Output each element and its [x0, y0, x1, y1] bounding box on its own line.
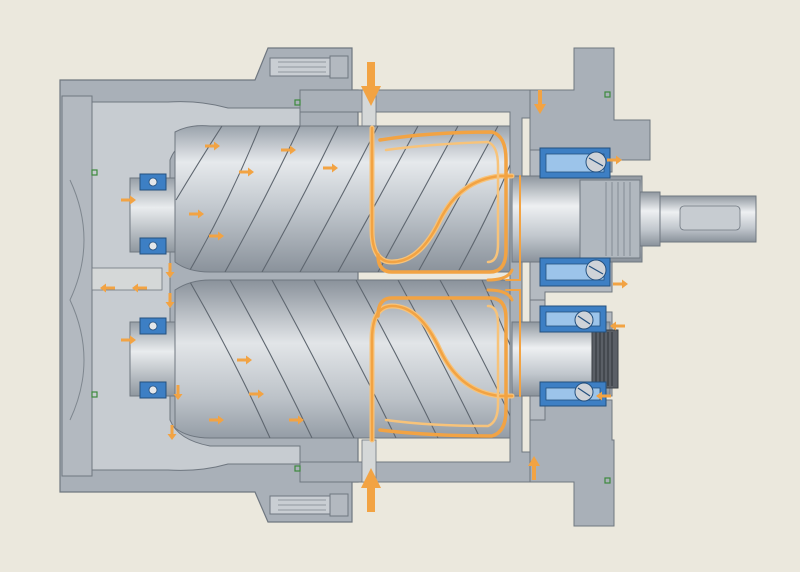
oil-arrow	[205, 141, 220, 151]
oil-arrow	[237, 355, 252, 365]
oil-arrow	[173, 385, 183, 400]
bolt-bottom	[269, 493, 349, 517]
oil-arrow	[209, 231, 224, 241]
locating-marks	[91, 91, 611, 484]
suction-arrow-top	[361, 62, 381, 106]
oil-arrow	[167, 425, 177, 440]
inlet-bearing-top	[129, 173, 176, 255]
oil-arrow	[100, 283, 115, 293]
oil-arrow	[239, 167, 254, 177]
oil-flow-loop-bottom	[376, 296, 508, 438]
oil-arrow	[610, 321, 625, 331]
oil-arrow	[281, 145, 296, 155]
end-cover-recess	[69, 179, 85, 421]
inlet-bearing-bottom	[129, 317, 176, 399]
oil-arrow	[165, 263, 175, 278]
rotor-female	[174, 125, 511, 273]
oil-channel	[91, 267, 163, 291]
oil-flow-loop-top	[376, 130, 508, 274]
oil-flow-center	[486, 268, 514, 302]
outlet-bearing-bottom	[539, 305, 607, 407]
oil-arrow	[121, 335, 136, 345]
oil-flow-paths	[369, 125, 521, 443]
oil-arrow	[249, 389, 264, 399]
bolt-top	[269, 55, 349, 79]
outlet-bearing-top	[539, 147, 611, 287]
oil-arrow	[209, 415, 224, 425]
oil-arrow	[121, 195, 136, 205]
oil-arrow	[596, 391, 611, 401]
rotor-male	[174, 279, 511, 439]
oil-inlet-arrow-bottom	[528, 456, 540, 480]
end-cover	[61, 95, 93, 477]
oil-arrow	[189, 209, 204, 219]
oil-arrow	[289, 415, 304, 425]
suction-arrow-bottom	[361, 468, 381, 512]
oil-arrow	[613, 279, 628, 289]
oil-arrow	[323, 163, 338, 173]
oil-inlet-arrow-top	[534, 90, 546, 114]
oil-arrow	[607, 155, 622, 165]
oil-arrow	[165, 293, 175, 308]
drive-shaft	[511, 175, 757, 263]
oil-arrows	[100, 141, 628, 440]
oil-arrow	[132, 283, 147, 293]
